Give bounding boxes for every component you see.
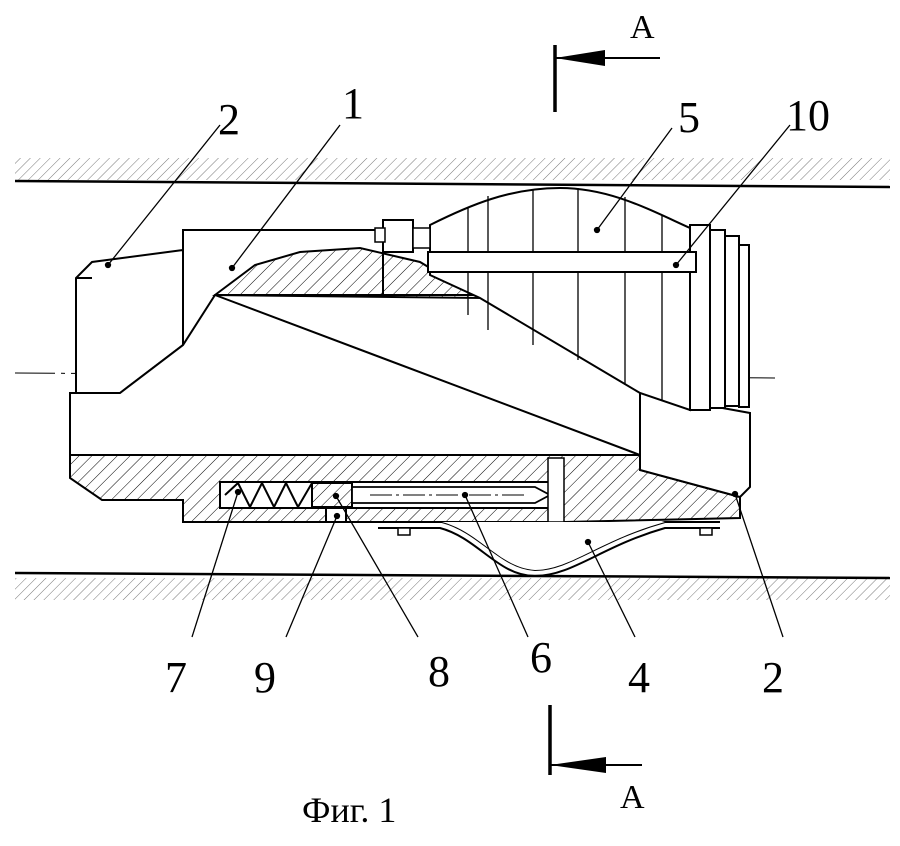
section-mark-top: А xyxy=(553,9,660,112)
leader-lines xyxy=(104,124,791,638)
main-body xyxy=(69,229,741,523)
ref-label-8: 8 xyxy=(428,647,450,696)
ref-label-10: 10 xyxy=(786,91,830,140)
ref-label-1: 1 xyxy=(342,79,364,128)
ref-label-7: 7 xyxy=(165,653,187,702)
ref-label-2-top: 2 xyxy=(218,95,240,144)
ref-label-9: 9 xyxy=(254,653,276,702)
leaf-spring-4 xyxy=(378,521,720,578)
pipe-wall-top xyxy=(14,158,891,189)
right-end-cap xyxy=(639,391,751,499)
figure-caption: Фиг. 1 xyxy=(302,790,396,830)
ref-label-5: 5 xyxy=(678,93,700,142)
section-mark-bottom: А xyxy=(548,705,645,816)
pipe-wall-bottom xyxy=(14,571,891,600)
ref-label-6: 6 xyxy=(530,633,552,682)
roller-5 xyxy=(374,186,750,412)
ref-label-4: 4 xyxy=(628,653,650,702)
section-label-top: А xyxy=(630,9,655,46)
section-label-bottom: А xyxy=(620,779,645,816)
ref-label-2-bottom: 2 xyxy=(762,653,784,702)
